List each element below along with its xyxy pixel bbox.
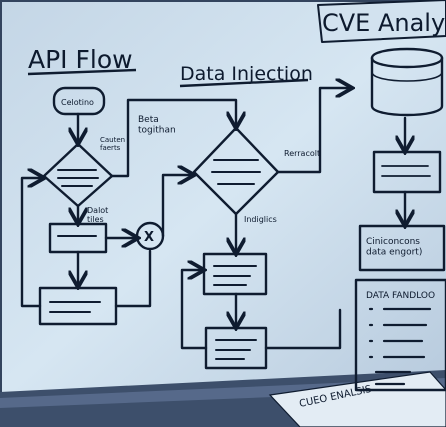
diamond-lines-left bbox=[57, 169, 99, 187]
panel-title: DATA FANDLOO bbox=[366, 291, 435, 301]
merge-symbol: X bbox=[144, 230, 154, 245]
start-label: Celotino bbox=[61, 98, 94, 107]
data-panel bbox=[354, 278, 446, 392]
heading-underline-middle bbox=[179, 78, 309, 88]
database-cylinder bbox=[370, 47, 444, 117]
panel-bullets bbox=[368, 307, 432, 386]
feedback-loop-middle bbox=[180, 270, 208, 350]
connector-to-middle bbox=[110, 98, 236, 178]
box-right-engort bbox=[358, 224, 446, 272]
paper-sheet bbox=[268, 371, 446, 427]
cve-heading-box bbox=[317, 0, 446, 43]
heading-api-flow: API Flow bbox=[28, 45, 133, 74]
middle-vertical-label: Indiglics bbox=[244, 215, 277, 224]
heading-cve-analysis: CVE Analys bbox=[322, 9, 446, 37]
middle-decision-label: Rerracolt bbox=[284, 149, 320, 158]
heading-data-injection: Data Injection bbox=[180, 63, 313, 85]
process-box-right bbox=[372, 150, 442, 194]
flow-lines bbox=[20, 0, 446, 392]
heading-underline-left bbox=[27, 68, 137, 76]
feedback-loop-left bbox=[20, 178, 42, 308]
